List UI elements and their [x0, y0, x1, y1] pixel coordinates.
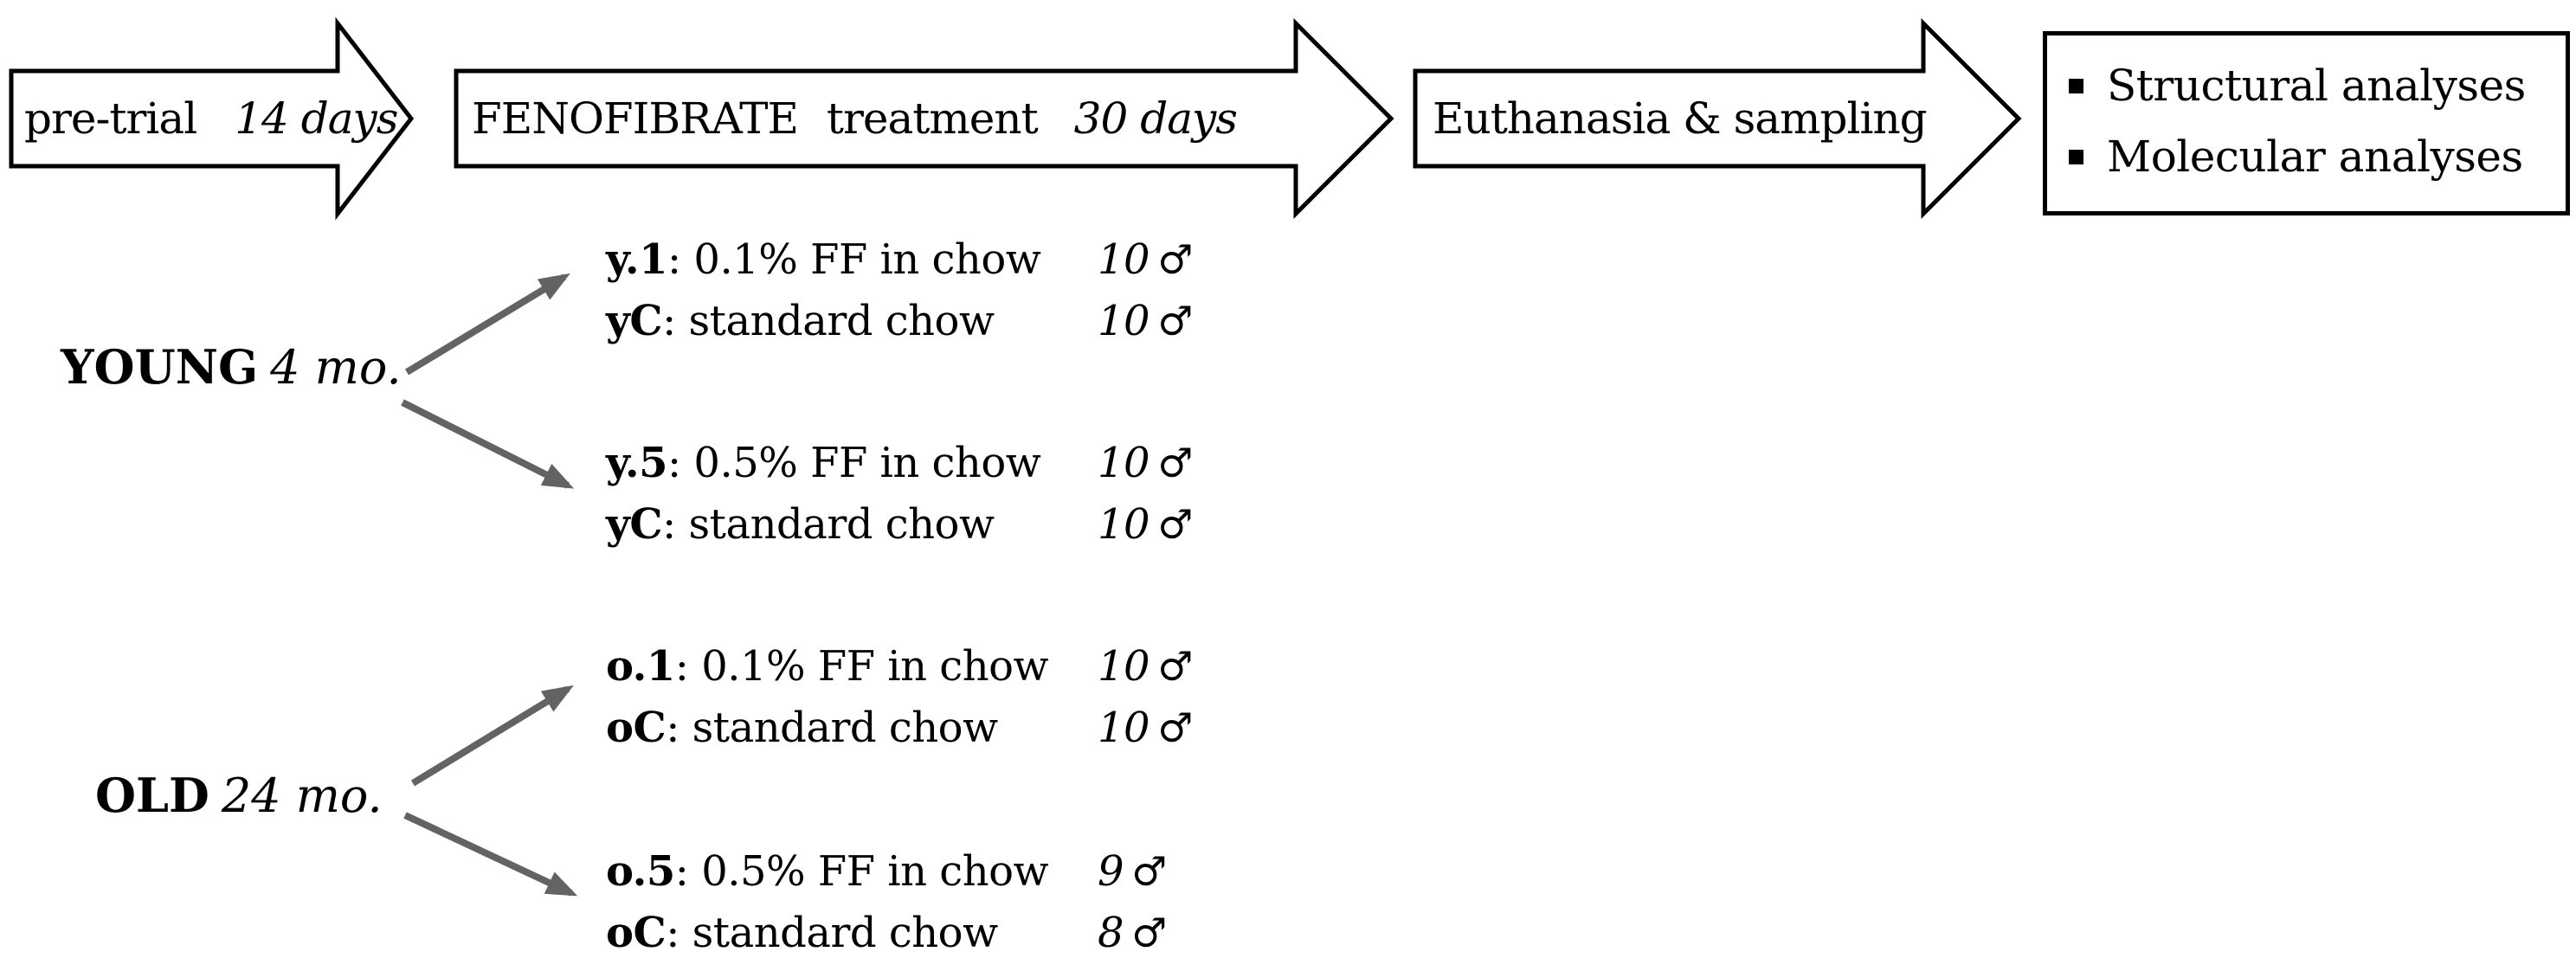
group-count: 10♂	[1098, 291, 1193, 352]
group-row-oC: oC: standard chow 10♂	[606, 698, 1264, 759]
cohort-old-name: OLD	[95, 768, 209, 823]
group-desc: : standard chow	[662, 500, 995, 549]
count-value: 10	[1098, 235, 1150, 284]
group-count: 8♂	[1098, 903, 1167, 964]
branch-young-0.5: y.5: 0.5% FF in chow 10♂ yC: standard ch…	[606, 433, 1264, 556]
group-count: 10♂	[1098, 229, 1193, 291]
branch-arrow-old-down	[403, 812, 578, 897]
cohort-old-age: 24 mo.	[221, 768, 383, 823]
stage-treatment-label: FENOFIBRATE treatment	[472, 93, 1039, 144]
group-row-yC: yC: standard chow 10♂	[606, 494, 1264, 556]
group-count: 9♂	[1098, 841, 1167, 903]
stage-pretrial-label: pre-trial	[24, 93, 197, 144]
group-count: 10♂	[1098, 636, 1193, 698]
count-value: 9	[1098, 847, 1124, 896]
cohort-young-age: 4 mo.	[270, 340, 402, 395]
group-code: yC	[606, 297, 663, 345]
branch-arrow-young-down	[401, 399, 575, 489]
male-icon: ♂	[1157, 501, 1193, 548]
group-row-yC: yC: standard chow 10♂	[606, 291, 1264, 352]
stage-pretrial-duration: 14 days	[235, 93, 398, 144]
branch-old-0.5: o.5: 0.5% FF in chow 9♂ oC: standard cho…	[606, 841, 1264, 964]
outcome-molecular-label: Molecular analyses	[2107, 132, 2523, 182]
branch-young-0.1: y.1: 0.1% FF in chow 10♂ yC: standard ch…	[606, 229, 1264, 352]
group-row-o5: o.5: 0.5% FF in chow 9♂	[606, 841, 1264, 903]
count-value: 8	[1098, 909, 1124, 957]
group-desc: : standard chow	[666, 704, 998, 752]
branch-arrow-young-up	[404, 273, 570, 376]
group-row-oC: oC: standard chow 8♂	[606, 903, 1264, 964]
cohort-young-name: YOUNG	[61, 339, 259, 395]
bullet-square-icon	[2069, 149, 2083, 164]
male-icon: ♂	[1157, 298, 1193, 344]
stage-treatment-text: FENOFIBRATE treatment 30 days	[472, 88, 1238, 149]
stage-arrow-pretrial	[9, 16, 415, 221]
group-code: y.1	[606, 235, 668, 284]
count-value: 10	[1098, 500, 1150, 549]
group-code: oC	[606, 909, 667, 957]
group-code: o.1	[606, 642, 675, 691]
male-icon: ♂	[1131, 910, 1167, 956]
group-desc: : 0.5% FF in chow	[667, 439, 1041, 487]
stage-euthanasia-text: Euthanasia & sampling	[1433, 88, 1928, 149]
branch-old-0.1: o.1: 0.1% FF in chow 10♂ oC: standard ch…	[606, 636, 1264, 759]
male-icon: ♂	[1157, 643, 1193, 690]
male-icon: ♂	[1131, 848, 1167, 895]
count-value: 10	[1098, 704, 1150, 752]
group-code: o.5	[606, 847, 675, 896]
count-value: 10	[1098, 439, 1150, 487]
stage-arrow-euthanasia	[1413, 17, 2022, 220]
group-code: y.5	[606, 439, 668, 487]
stage-euthanasia-label: Euthanasia & sampling	[1433, 93, 1928, 144]
group-row-y1: y.1: 0.1% FF in chow 10♂	[606, 229, 1264, 291]
count-value: 10	[1098, 642, 1150, 691]
group-row-y5: y.5: 0.5% FF in chow 10♂	[606, 433, 1264, 494]
outcomes-box: Structural analyses Molecular analyses	[2043, 31, 2570, 215]
group-desc: : standard chow	[662, 297, 995, 345]
group-row-o1: o.1: 0.1% FF in chow 10♂	[606, 636, 1264, 698]
bullet-square-icon	[2069, 78, 2083, 93]
group-code: oC	[606, 704, 667, 752]
group-count: 10♂	[1098, 698, 1193, 759]
stage-pretrial-text: pre-trial 14 days	[24, 88, 398, 149]
count-value: 10	[1098, 297, 1150, 345]
group-desc: : 0.1% FF in chow	[667, 235, 1041, 284]
group-code: yC	[606, 500, 663, 549]
group-desc: : 0.1% FF in chow	[674, 642, 1049, 691]
male-icon: ♂	[1157, 440, 1193, 486]
stage-treatment-duration: 30 days	[1073, 93, 1238, 144]
group-count: 10♂	[1098, 494, 1193, 556]
stage-arrow-treatment	[454, 17, 1394, 220]
male-icon: ♂	[1157, 704, 1193, 751]
outcome-structural-label: Structural analyses	[2107, 61, 2526, 111]
group-desc: : 0.5% FF in chow	[674, 847, 1049, 896]
male-icon: ♂	[1157, 236, 1193, 283]
group-count: 10♂	[1098, 433, 1193, 494]
group-desc: : standard chow	[666, 909, 998, 957]
outcome-row-structural: Structural analyses	[2069, 50, 2566, 121]
branch-arrow-old-up	[410, 685, 574, 787]
outcome-row-molecular: Molecular analyses	[2069, 121, 2566, 192]
